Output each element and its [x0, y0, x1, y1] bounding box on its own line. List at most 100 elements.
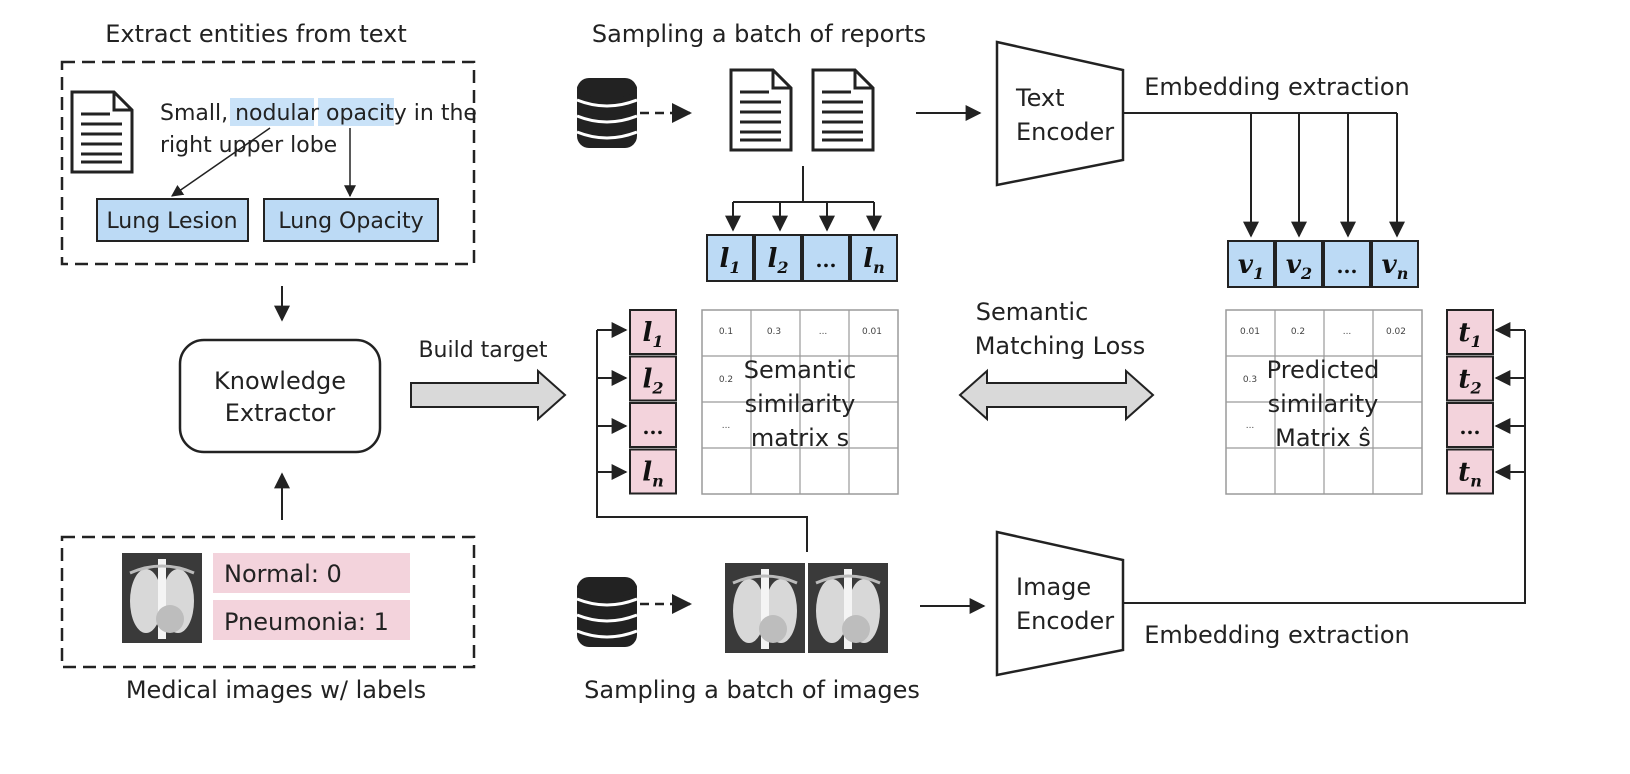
medical-images-title: Medical images w/ labels: [126, 676, 426, 704]
l-row-sub-1: 1: [729, 258, 740, 277]
l-row-label-3: ...: [816, 248, 837, 272]
v-row-sub-1: 1: [1253, 264, 1264, 283]
matrix-right-r1c1: 0.01: [1240, 327, 1260, 337]
knowledge-extractor-line2: Extractor: [225, 399, 336, 427]
v-row-label-1: v1: [1238, 250, 1264, 283]
labeled-images-box: [60, 535, 476, 669]
v-row-base-4: v: [1382, 250, 1398, 280]
document-icon: [729, 68, 793, 152]
build-target-arrow: [410, 368, 567, 422]
t-col-cell-3: [1446, 402, 1494, 448]
t-col-label-3: ...: [1460, 415, 1481, 439]
predicted-matrix-line1: Predicted: [1267, 356, 1380, 384]
v-row-sub-4: n: [1397, 264, 1409, 283]
predicted-matrix-line2: similarity: [1268, 390, 1379, 418]
entity-lung-opacity-label: Lung Opacity: [278, 209, 423, 234]
l-row-base-1: l: [719, 244, 729, 274]
arrow-to-lung-lesion: [171, 127, 271, 197]
l-row-cell-4: [850, 234, 898, 282]
l-row-cell-2: [754, 234, 802, 282]
report-sentence-line2: right upper lobe: [160, 133, 337, 158]
l-row-base-4: l: [863, 244, 873, 274]
t-col-label-2: t2: [1458, 365, 1481, 398]
l-col-base-2: l: [642, 365, 652, 395]
matrix-right-r3c1: ...: [1246, 421, 1255, 431]
l-row-cell-1: [706, 234, 754, 282]
t-col-base-2: t: [1458, 365, 1470, 395]
l-row-sub-4: n: [873, 258, 885, 277]
l-col-cell-2: [629, 355, 677, 402]
semantic-matrix-line1: Semantic: [744, 356, 857, 384]
l-row-label-2: l2: [767, 244, 788, 277]
v-row-sub-2: 2: [1300, 264, 1312, 283]
matrix-right-r1c3: ...: [1343, 327, 1352, 337]
t-col-cell-1: [1446, 309, 1494, 355]
v-row-label-3: ...: [1337, 254, 1358, 278]
embed-extraction-bottom: Embedding extraction: [1144, 621, 1409, 649]
t-col-sub-1: 1: [1470, 332, 1481, 351]
sentence-post: in the: [407, 101, 477, 126]
l-col-sub-4: n: [652, 472, 664, 491]
image-encoder-line2: Encoder: [1016, 607, 1114, 635]
sentence-opacity: opacity: [326, 101, 407, 126]
matrix-left-r2c1: 0.2: [719, 375, 733, 385]
image-embedding-column: t1 t2... t n: [1446, 309, 1494, 495]
semantic-matrix-line2: similarity: [745, 390, 856, 418]
knowledge-extractor-line1: Knowledge: [214, 367, 346, 395]
text-encoder: [995, 40, 1125, 187]
t-col-cell-4: [1446, 448, 1494, 495]
document-icon: [811, 68, 875, 152]
predicted-matrix-line3: Matrix ŝ: [1275, 424, 1371, 452]
report-sentence-line1: Small, nodular opacity in the: [160, 101, 477, 126]
highlight-nodular: [230, 98, 314, 126]
v-row-base-2: v: [1286, 250, 1302, 280]
matrix-right-r1c4: 0.02: [1386, 327, 1406, 337]
l-row-cell-3: [802, 234, 850, 282]
v-row-base-1: v: [1238, 250, 1254, 280]
l-row-sub-2: 2: [776, 258, 788, 277]
l-col-sub-1: 1: [652, 332, 663, 351]
l-col-base-1: l: [642, 318, 652, 348]
sentence-pre: Small,: [160, 101, 235, 126]
matrix-left-r1c4: 0.01: [862, 327, 882, 337]
predicted-similarity-matrix: [1225, 309, 1423, 495]
matrix-left-r1c2: 0.3: [767, 327, 781, 337]
l-col-cell-3: [629, 402, 677, 448]
l-row-label-4: ln: [863, 244, 885, 277]
v-row-cell-2: [1275, 240, 1323, 288]
sampling-reports-title: Sampling a batch of reports: [592, 20, 926, 48]
t-col-sub-4: n: [1470, 472, 1482, 491]
entity-lung-lesion-label: Lung Lesion: [106, 209, 237, 234]
t-col-label-1: t1: [1458, 318, 1481, 351]
xray-icon: [806, 561, 890, 655]
loss-label-line1: Semantic: [976, 298, 1089, 326]
entity-lung-lesion: [96, 198, 249, 242]
t-col-cell-2: [1446, 355, 1494, 402]
l-col-label-2: l2: [642, 365, 663, 398]
l-row-label-1: l1: [719, 244, 740, 277]
l-col-sub-2: 2: [651, 379, 663, 398]
l-col-cell-4: [629, 448, 677, 495]
matrix-right-r2c1: 0.3: [1243, 375, 1257, 385]
label-normal: [213, 553, 410, 593]
v-row-label-4: vn: [1382, 250, 1409, 283]
semantic-matching-loss-arrow: [958, 368, 1155, 422]
sampling-images-title: Sampling a batch of images: [584, 676, 920, 704]
label-pneumonia-text: Pneumonia: 1: [224, 608, 389, 636]
v-row-cell-4: [1371, 240, 1419, 288]
loss-label-line2: Matching Loss: [975, 332, 1146, 360]
t-col-base-1: t: [1458, 318, 1470, 348]
entity-extraction-box: [60, 60, 476, 266]
matrix-left-r3c1: ...: [722, 421, 731, 431]
sentence-nodular: nodular: [235, 101, 320, 126]
text-encoder-line2: Encoder: [1016, 118, 1114, 146]
v-row-cell-3: [1323, 240, 1371, 288]
embed-extraction-top: Embedding extraction: [1144, 73, 1409, 101]
l-col-base-4: l: [642, 458, 652, 488]
l-row-base-2: l: [767, 244, 777, 274]
database-icon: [575, 76, 639, 150]
semantic-matrix-line3: matrix s: [751, 424, 849, 452]
